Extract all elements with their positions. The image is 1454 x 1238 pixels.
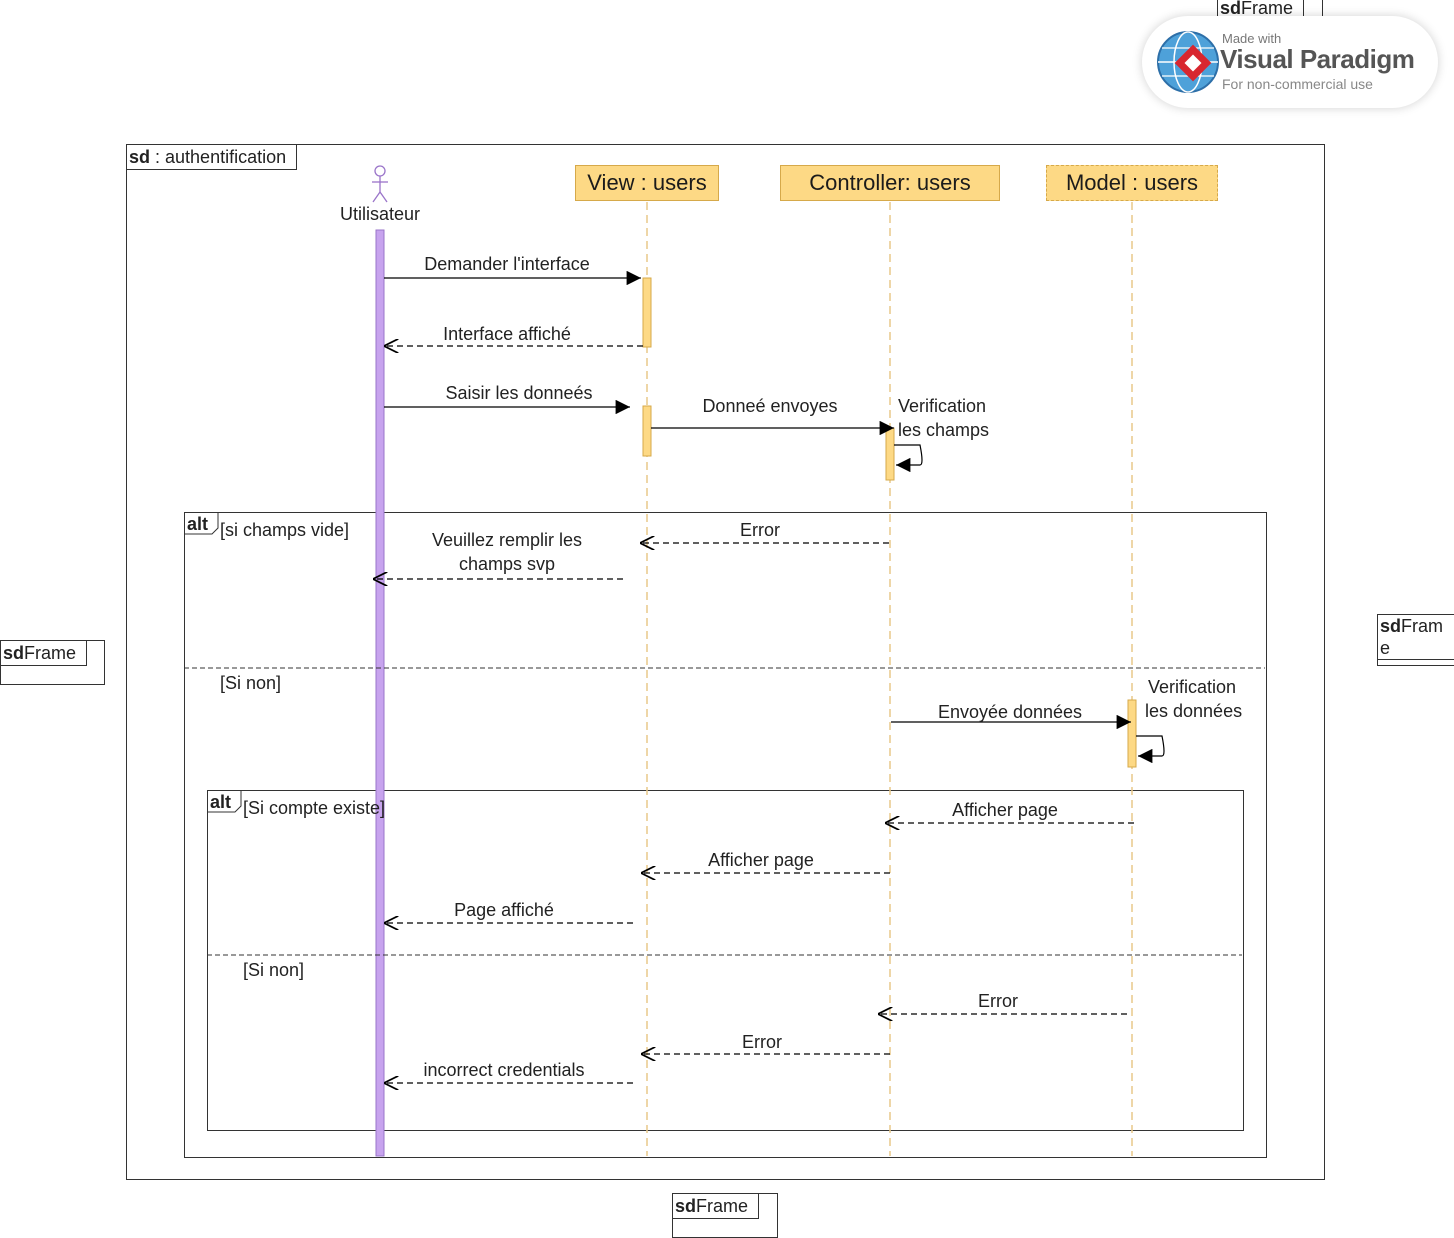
frame-tab: sdFrame	[673, 1194, 760, 1219]
actor-icon	[372, 165, 388, 203]
model-activation	[1127, 699, 1137, 768]
alt-fragment-outer[interactable]: alt	[184, 512, 1267, 1158]
frame-tab: sdFrame	[1218, 0, 1305, 21]
msg-label-incorrect-credentials: incorrect credentials	[423, 1060, 585, 1080]
controller-activation	[885, 427, 895, 481]
msg-label-error-1: Error	[740, 520, 780, 540]
lifeline-head-view[interactable]: View : users	[575, 165, 719, 201]
watermark-subtitle: For non-commercial use	[1222, 76, 1373, 92]
visual-paradigm-watermark: Made with Visual Paradigm For non-commer…	[1142, 16, 1438, 108]
actor-name: Utilisateur	[339, 204, 421, 224]
msg-label-error-3: Error	[742, 1032, 782, 1052]
msg-label-veuillez-remplir-2: champs svp	[458, 554, 556, 574]
view-activation-1	[642, 277, 652, 348]
stray-frame-top[interactable]: sdFrame	[1217, 0, 1323, 21]
msg-self-verification-donnees	[1136, 735, 1165, 764]
msg-label-demander-interface: Demander l'interface	[424, 254, 590, 274]
msg-self-verification-champs	[894, 444, 923, 473]
alt1-guard-1: [si champs vide]	[220, 520, 350, 540]
frame-tab: sdFram e	[1378, 615, 1454, 660]
msg-label-saisir-donnees: Saisir les donneés	[445, 383, 593, 403]
stray-frame-right[interactable]: sdFram e	[1377, 614, 1454, 666]
msg-label-page-affiche: Page affiché	[454, 900, 554, 920]
msg-label-envoyee-donnees: Envoyée données	[937, 702, 1083, 722]
alt2-tab-corner	[207, 790, 242, 813]
msg-label-interface-affiche: Interface affiché	[443, 324, 571, 344]
lifeline-head-model[interactable]: Model : users	[1046, 165, 1218, 201]
view-activation-2	[642, 405, 652, 457]
msg-label-veuillez-remplir-1: Veuillez remplir les	[431, 530, 583, 550]
stray-frame-bottom[interactable]: sdFrame	[672, 1193, 778, 1238]
frame-tab: sdFrame	[1, 641, 88, 666]
msg-label-verification-donnees-2: les données	[1145, 701, 1243, 721]
actor-activation-bar	[375, 229, 385, 1157]
watermark-brand: Visual Paradigm	[1220, 44, 1415, 74]
alt1-tab-corner	[184, 512, 219, 535]
alt1-guard-2: [Si non]	[220, 673, 282, 693]
alt2-guard-1: [Si compte existe]	[243, 798, 386, 818]
msg-label-verification-champs-2: les champs	[898, 420, 990, 440]
msg-label-donnee-envoyes: Donneé envoyes	[702, 396, 838, 416]
alt-fragment-inner[interactable]: alt	[207, 790, 1244, 1131]
stray-frame-left[interactable]: sdFrame	[0, 640, 105, 685]
visual-paradigm-logo-icon	[1157, 31, 1219, 93]
sequence-diagram-frame[interactable]: sd : authentification	[126, 144, 1325, 1180]
msg-label-afficher-page-1: Afficher page	[952, 800, 1058, 820]
fragment-keyword: alt	[210, 792, 232, 812]
msg-label-verification-champs-1: Verification	[898, 396, 987, 416]
msg-label-verification-donnees-1: Verification	[1148, 677, 1237, 697]
msg-label-afficher-page-2: Afficher page	[708, 850, 814, 870]
lifeline-head-controller[interactable]: Controller: users	[780, 165, 1000, 201]
alt2-guard-2: [Si non]	[243, 960, 305, 980]
fragment-keyword: alt	[187, 514, 209, 534]
frame-tab: sd : authentification	[127, 145, 298, 170]
watermark-made-with: Made with	[1222, 31, 1282, 46]
msg-label-error-2: Error	[978, 991, 1018, 1011]
